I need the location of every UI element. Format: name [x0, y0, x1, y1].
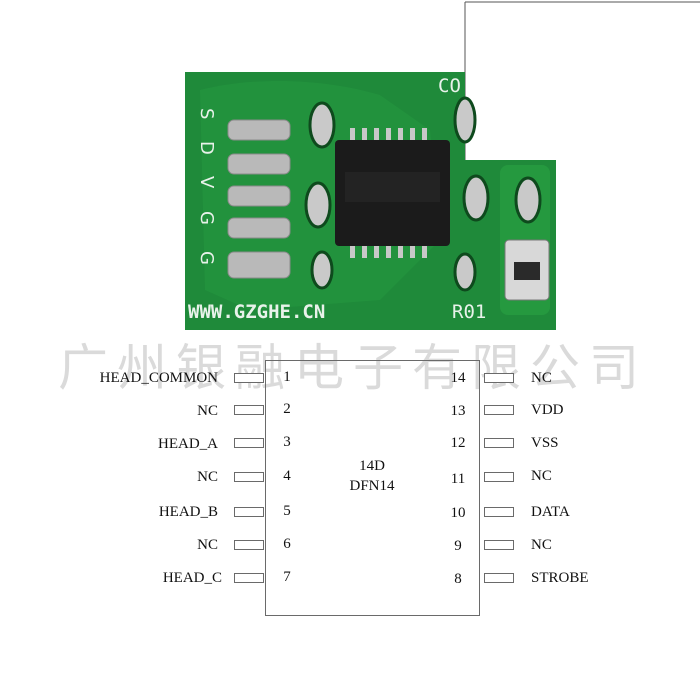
pin-9-number: 9	[454, 538, 462, 554]
pin-3-pad	[234, 438, 264, 448]
chip-outline	[265, 360, 480, 616]
silk-letter-g1: G	[196, 211, 217, 225]
pin-2-pad	[234, 405, 264, 415]
pin-11-pad	[484, 472, 514, 482]
header-pad-2	[227, 153, 291, 175]
pin-5-pad	[234, 507, 264, 517]
pin-5-number: 5	[283, 503, 291, 519]
slot-2	[304, 181, 332, 229]
resistor-body	[514, 262, 540, 280]
pin-7-pad	[234, 573, 264, 583]
silk-letter-d: D	[196, 141, 217, 155]
pin-1-name: HEAD_COMMON	[99, 370, 218, 386]
chip-label-line2: DFN14	[349, 478, 395, 494]
slot-3	[310, 250, 334, 290]
header-pad-3	[227, 185, 291, 207]
slot-5	[462, 174, 490, 222]
silk-url: WWW.GZGHE.CN	[188, 301, 325, 323]
pin-12-number: 12	[450, 435, 466, 451]
pin-7-name: HEAD_C	[162, 570, 222, 586]
pin-9-pad	[484, 540, 514, 550]
pin-6-pad	[234, 540, 264, 550]
slot-4	[453, 96, 477, 144]
pin-11-number: 11	[450, 471, 466, 487]
pin-6-name: NC	[197, 537, 218, 553]
pin-1-number: 1	[283, 369, 291, 385]
pin-4-name: NC	[197, 469, 218, 485]
pin-13-name: VDD	[531, 402, 564, 418]
pin-1-pad	[234, 373, 264, 383]
silk-letter-g2: G	[196, 251, 217, 265]
pin-4-number: 4	[283, 468, 291, 484]
pin-8-number: 8	[454, 571, 462, 587]
chip-pins-bottom	[350, 244, 427, 258]
silk-letter-v: V	[196, 176, 217, 189]
pin-12-pad	[484, 438, 514, 448]
slot-6	[453, 252, 477, 292]
pcb-photo: S D V G G WWW.GZGHE.CN R01 CO	[185, 1, 700, 330]
pin-2-number: 2	[283, 401, 291, 417]
pin-14-name: NC	[531, 370, 552, 386]
silk-letter-s: S	[196, 108, 217, 119]
pin-6-number: 6	[283, 536, 291, 552]
pin-7-number: 7	[283, 569, 291, 585]
silk-ref: R01	[452, 301, 486, 323]
pin-8-name: STROBE	[531, 570, 589, 586]
silk-partial: CO	[438, 75, 461, 97]
pin-3-name: HEAD_A	[158, 436, 218, 452]
slot-7	[514, 176, 542, 224]
pin-13-pad	[484, 405, 514, 415]
pin-11-name: NC	[531, 468, 552, 484]
pin-9-name: NC	[531, 537, 552, 553]
slot-1	[308, 101, 336, 149]
pin-14-number: 14	[450, 370, 466, 386]
pin-10-number: 10	[450, 505, 466, 521]
chip-label-line1: 14D	[359, 458, 385, 474]
header-pad-4	[227, 217, 291, 239]
pin-12-name: VSS	[531, 435, 559, 451]
chip-pins-top	[350, 128, 427, 142]
header-pad-5	[227, 251, 291, 279]
pin-8-pad	[484, 573, 514, 583]
pin-10-pad	[484, 507, 514, 517]
pin-13-number: 13	[450, 403, 466, 419]
pin-10-name: DATA	[531, 504, 570, 520]
pin-3-number: 3	[283, 434, 291, 450]
pin-5-name: HEAD_B	[158, 504, 218, 520]
chip-marking-area	[345, 172, 440, 202]
pin-14-pad	[484, 373, 514, 383]
header-pad-1	[227, 119, 291, 141]
pin-4-pad	[234, 472, 264, 482]
pin-2-name: NC	[197, 403, 218, 419]
company-watermark: 广州银融电子有限公司	[58, 339, 648, 397]
